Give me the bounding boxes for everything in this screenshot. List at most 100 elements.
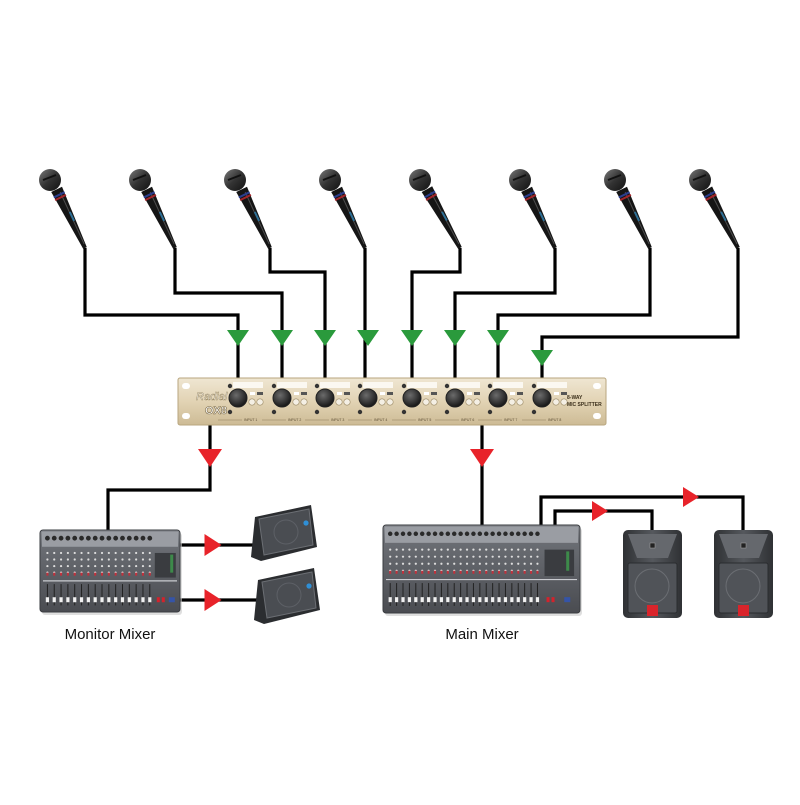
signal-arrow-layer [198, 330, 699, 611]
monitor-wedge-2 [254, 568, 320, 624]
mixer-red-knob [453, 570, 456, 574]
cable-mic-8 [540, 248, 740, 397]
fader-cap [134, 597, 138, 603]
main-mixer-label: Main Mixer [445, 626, 519, 643]
screw [271, 409, 277, 415]
microphone-grille-band [227, 174, 242, 181]
mixer-red-knob [408, 570, 411, 574]
input-arrow-3 [314, 330, 336, 346]
fader-cap [446, 597, 450, 603]
ground-lift-button [465, 398, 473, 406]
mixer-knob [485, 555, 488, 558]
mixer-knob [395, 562, 398, 565]
fader-cap [503, 597, 508, 603]
microphone-band-blue [424, 190, 436, 199]
mixer-knob [46, 558, 49, 561]
mixer-jack [477, 531, 483, 537]
mixer-red-knob [434, 570, 437, 574]
mixer-jack [400, 531, 406, 537]
mixer-red-knob [121, 572, 124, 576]
fader-cap [420, 597, 424, 603]
ground-lift-button [248, 398, 256, 406]
fader-cap [148, 597, 152, 603]
arrow-pa-speaker-2 [683, 487, 699, 507]
microphone-label [633, 211, 641, 222]
mixer-knob [53, 564, 56, 568]
mixer-knob [536, 555, 539, 558]
microphone-label [538, 211, 546, 222]
microphone-icon [689, 169, 740, 249]
mixer-knob [87, 558, 90, 561]
mixer-jack [509, 531, 515, 537]
splitter-caption-line1: 8-WAY [567, 395, 583, 401]
mixer-jack [426, 531, 431, 537]
microphone-grille-band [132, 174, 147, 181]
indicator [257, 392, 263, 395]
indicator [337, 392, 342, 395]
screw [357, 409, 363, 415]
microphone-band-blue [53, 191, 66, 199]
main-mixer [382, 524, 582, 616]
output-arrow-main-feed [470, 449, 494, 467]
microphone-icon [129, 169, 177, 249]
mixer-red-knob [87, 572, 90, 576]
mixer-jack [432, 531, 438, 537]
mixer-red-knob [114, 572, 117, 576]
mixer-knob [440, 555, 443, 558]
mixer-knob [408, 548, 411, 551]
mixer-knob [59, 558, 63, 561]
polarity-button [343, 398, 351, 406]
ground-lift-button [508, 398, 516, 406]
polarity-button [516, 398, 524, 406]
microphone-label [158, 211, 166, 222]
microphone-band-blue [523, 191, 536, 199]
screw [487, 409, 493, 415]
microphone-handle [616, 186, 652, 249]
mixer-knob [536, 562, 539, 565]
fader-cap [491, 597, 495, 603]
mixer-knob [121, 551, 124, 555]
fader-cap [407, 597, 412, 603]
microphone-grille-band [322, 174, 337, 181]
mixer-jack [451, 531, 457, 537]
arrow-monitor-wedge-2 [204, 589, 222, 611]
microphone-body [236, 186, 272, 249]
mixer-knob [414, 562, 417, 565]
mixer-knob [504, 555, 507, 558]
mixer-knob [465, 555, 469, 558]
channel-input-label: INPUT 5 [418, 418, 431, 422]
microphone-band-blue [143, 191, 156, 199]
mixer-knob [421, 548, 424, 551]
fader-cap [535, 597, 540, 603]
microphone-handle [701, 186, 740, 249]
fader-cap [452, 597, 456, 603]
mixer-knob [529, 562, 533, 565]
mixer-knob [478, 562, 481, 565]
rack-mount-hole [182, 383, 190, 389]
mixer-knob [459, 555, 462, 558]
fader-cap [141, 597, 145, 603]
microphone-handle [51, 186, 87, 249]
indicator [294, 392, 299, 395]
microphone-body [141, 186, 177, 249]
screw [314, 383, 320, 389]
cable-main-mixer-to-speaker-2 [539, 495, 745, 532]
mixer-knob [148, 551, 151, 555]
mixer-red-knob [46, 572, 49, 576]
mixer-jack [85, 535, 91, 541]
channel-label-strip [363, 382, 393, 388]
master-fader-blue [168, 597, 175, 603]
xlr-input-jack-6 [445, 388, 465, 408]
mixer-layer [39, 524, 582, 616]
fader-cap [86, 597, 90, 603]
rack-mount-hole [182, 413, 190, 419]
mixer-knob [491, 555, 494, 558]
mixer-red-knob [107, 572, 110, 576]
monitor-wedge-1 [251, 505, 317, 561]
fader-cap [471, 597, 476, 603]
screw [444, 409, 450, 415]
mixer-jack [65, 535, 71, 541]
microphone-grille-band [412, 174, 427, 181]
mixer-knob [53, 551, 56, 555]
mixer-knob [121, 564, 124, 568]
